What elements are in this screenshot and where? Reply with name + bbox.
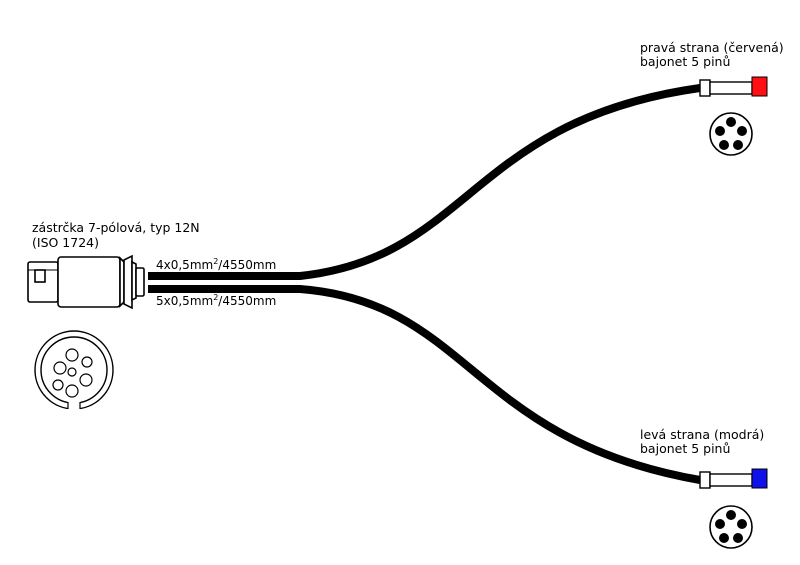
- bayonet-5pin-front-view-right: [709, 112, 753, 156]
- plug-label-line1: zástrčka 7-pólová, typ 12N: [32, 220, 200, 235]
- cable-lower-branch: [148, 285, 701, 484]
- bayonet-connector-right: [699, 76, 768, 97]
- left-side-label-line2: bajonet 5 pinů: [640, 441, 730, 456]
- plug-7pin-front-view: [34, 330, 114, 411]
- cable-lower-sup: 2: [213, 293, 218, 302]
- left-side-label-line1: levá strana (modrá): [640, 427, 764, 442]
- bayonet-5pin-front-view-left: [709, 505, 753, 549]
- right-side-label-line1: pravá strana (červená): [640, 40, 784, 55]
- cable-upper-rest: /4550mm: [218, 258, 276, 272]
- cable-lower-rest: /4550mm: [218, 294, 276, 308]
- cable-upper-sup: 2: [213, 257, 218, 266]
- right-side-label-line2: bajonet 5 pinů: [640, 54, 730, 69]
- bayonet-connector-left: [699, 468, 768, 489]
- cable-upper-base: 4x0,5mm: [156, 258, 213, 272]
- cable-lower-base: 5x0,5mm: [156, 294, 213, 308]
- plug-label-line2: (ISO 1724): [32, 235, 99, 250]
- cable-upper-branch: [148, 84, 701, 280]
- cable-upper-label: 4x0,5mm2/4550mm: [156, 257, 276, 272]
- plug-7pin-side-view: [27, 254, 145, 310]
- cable-lower-label: 5x0,5mm2/4550mm: [156, 293, 276, 308]
